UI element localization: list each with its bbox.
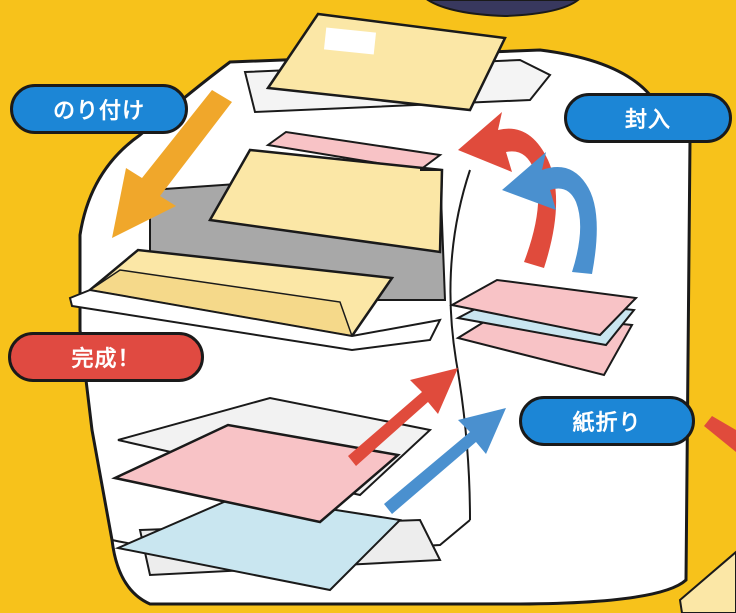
insert-arrow-red (458, 112, 557, 268)
feed-arrow-red (348, 368, 458, 466)
middle-envelope-side (420, 169, 444, 253)
feed-arrow-blue (384, 408, 506, 514)
envelope-window (323, 27, 377, 55)
exit-tray (68, 288, 442, 352)
insert-label: 封入 (564, 93, 732, 143)
top-object (426, 0, 580, 18)
corner-envelope (678, 550, 736, 613)
insert-arrow-blue (502, 152, 597, 274)
fold-label: 紙折り (519, 396, 695, 446)
blue-paper-sheet (114, 493, 403, 592)
machine-side-panel (449, 169, 471, 521)
glue-label: のり付け (10, 84, 188, 134)
pink-paper-sheet (111, 423, 401, 524)
glue-arrow (112, 90, 232, 238)
folded-paper-top (449, 278, 639, 337)
corner-arrow-red (704, 416, 736, 452)
done-label: 完成！ (8, 332, 204, 382)
